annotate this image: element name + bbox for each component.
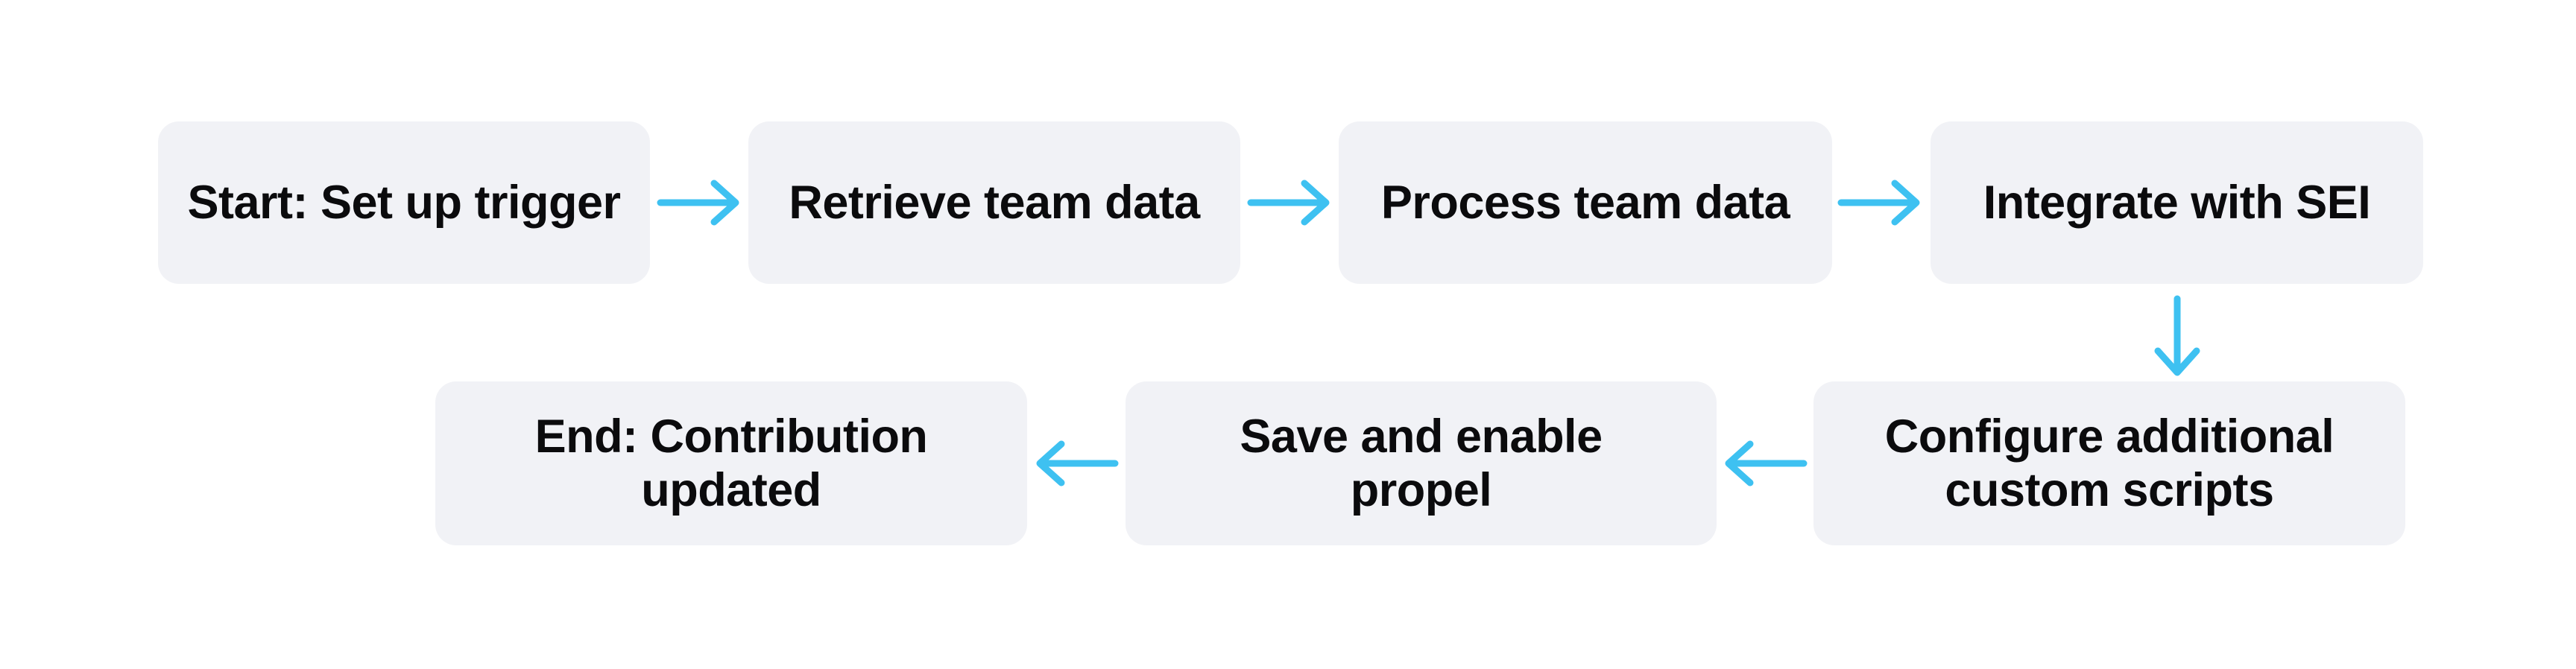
flow-node-save-and-enable-propel: Save and enable propel: [1126, 381, 1717, 545]
arrow-right-icon: [657, 180, 739, 226]
arrow-left-icon: [1725, 440, 1808, 486]
flow-node-integrate-with-sei: Integrate with SEI: [1931, 121, 2423, 284]
flow-node-integrate-label: Integrate with SEI: [1983, 176, 2371, 229]
flow-node-configure-label: Configure additional custom scripts: [1884, 410, 2334, 516]
flow-node-configure-custom-scripts: Configure additional custom scripts: [1813, 381, 2405, 545]
edge-save-to-end: [1032, 437, 1121, 490]
arrow-left-icon: [1036, 440, 1119, 486]
flow-node-retrieve-team-data: Retrieve team data: [748, 121, 1240, 284]
arrow-down-icon: [2154, 295, 2200, 376]
flow-node-start-label: Start: Set up trigger: [187, 176, 621, 229]
edge-configure-to-save: [1720, 437, 1810, 490]
flow-node-start: Start: Set up trigger: [158, 121, 650, 284]
arrow-right-icon: [1837, 180, 1920, 226]
edge-start-to-retrieve: [654, 176, 744, 229]
flow-node-retrieve-label: Retrieve team data: [789, 176, 1200, 229]
flow-node-save-label: Save and enable propel: [1240, 410, 1603, 516]
edge-retrieve-to-process: [1245, 176, 1334, 229]
flow-node-process-label: Process team data: [1380, 176, 1790, 229]
edge-process-to-integrate: [1835, 176, 1925, 229]
flow-node-process-team-data: Process team data: [1339, 121, 1832, 284]
arrow-right-icon: [1247, 180, 1330, 226]
flow-node-end: End: Contribution updated: [435, 381, 1027, 545]
flow-node-end-label: End: Contribution updated: [534, 410, 928, 516]
edge-integrate-to-configure: [2150, 293, 2204, 379]
